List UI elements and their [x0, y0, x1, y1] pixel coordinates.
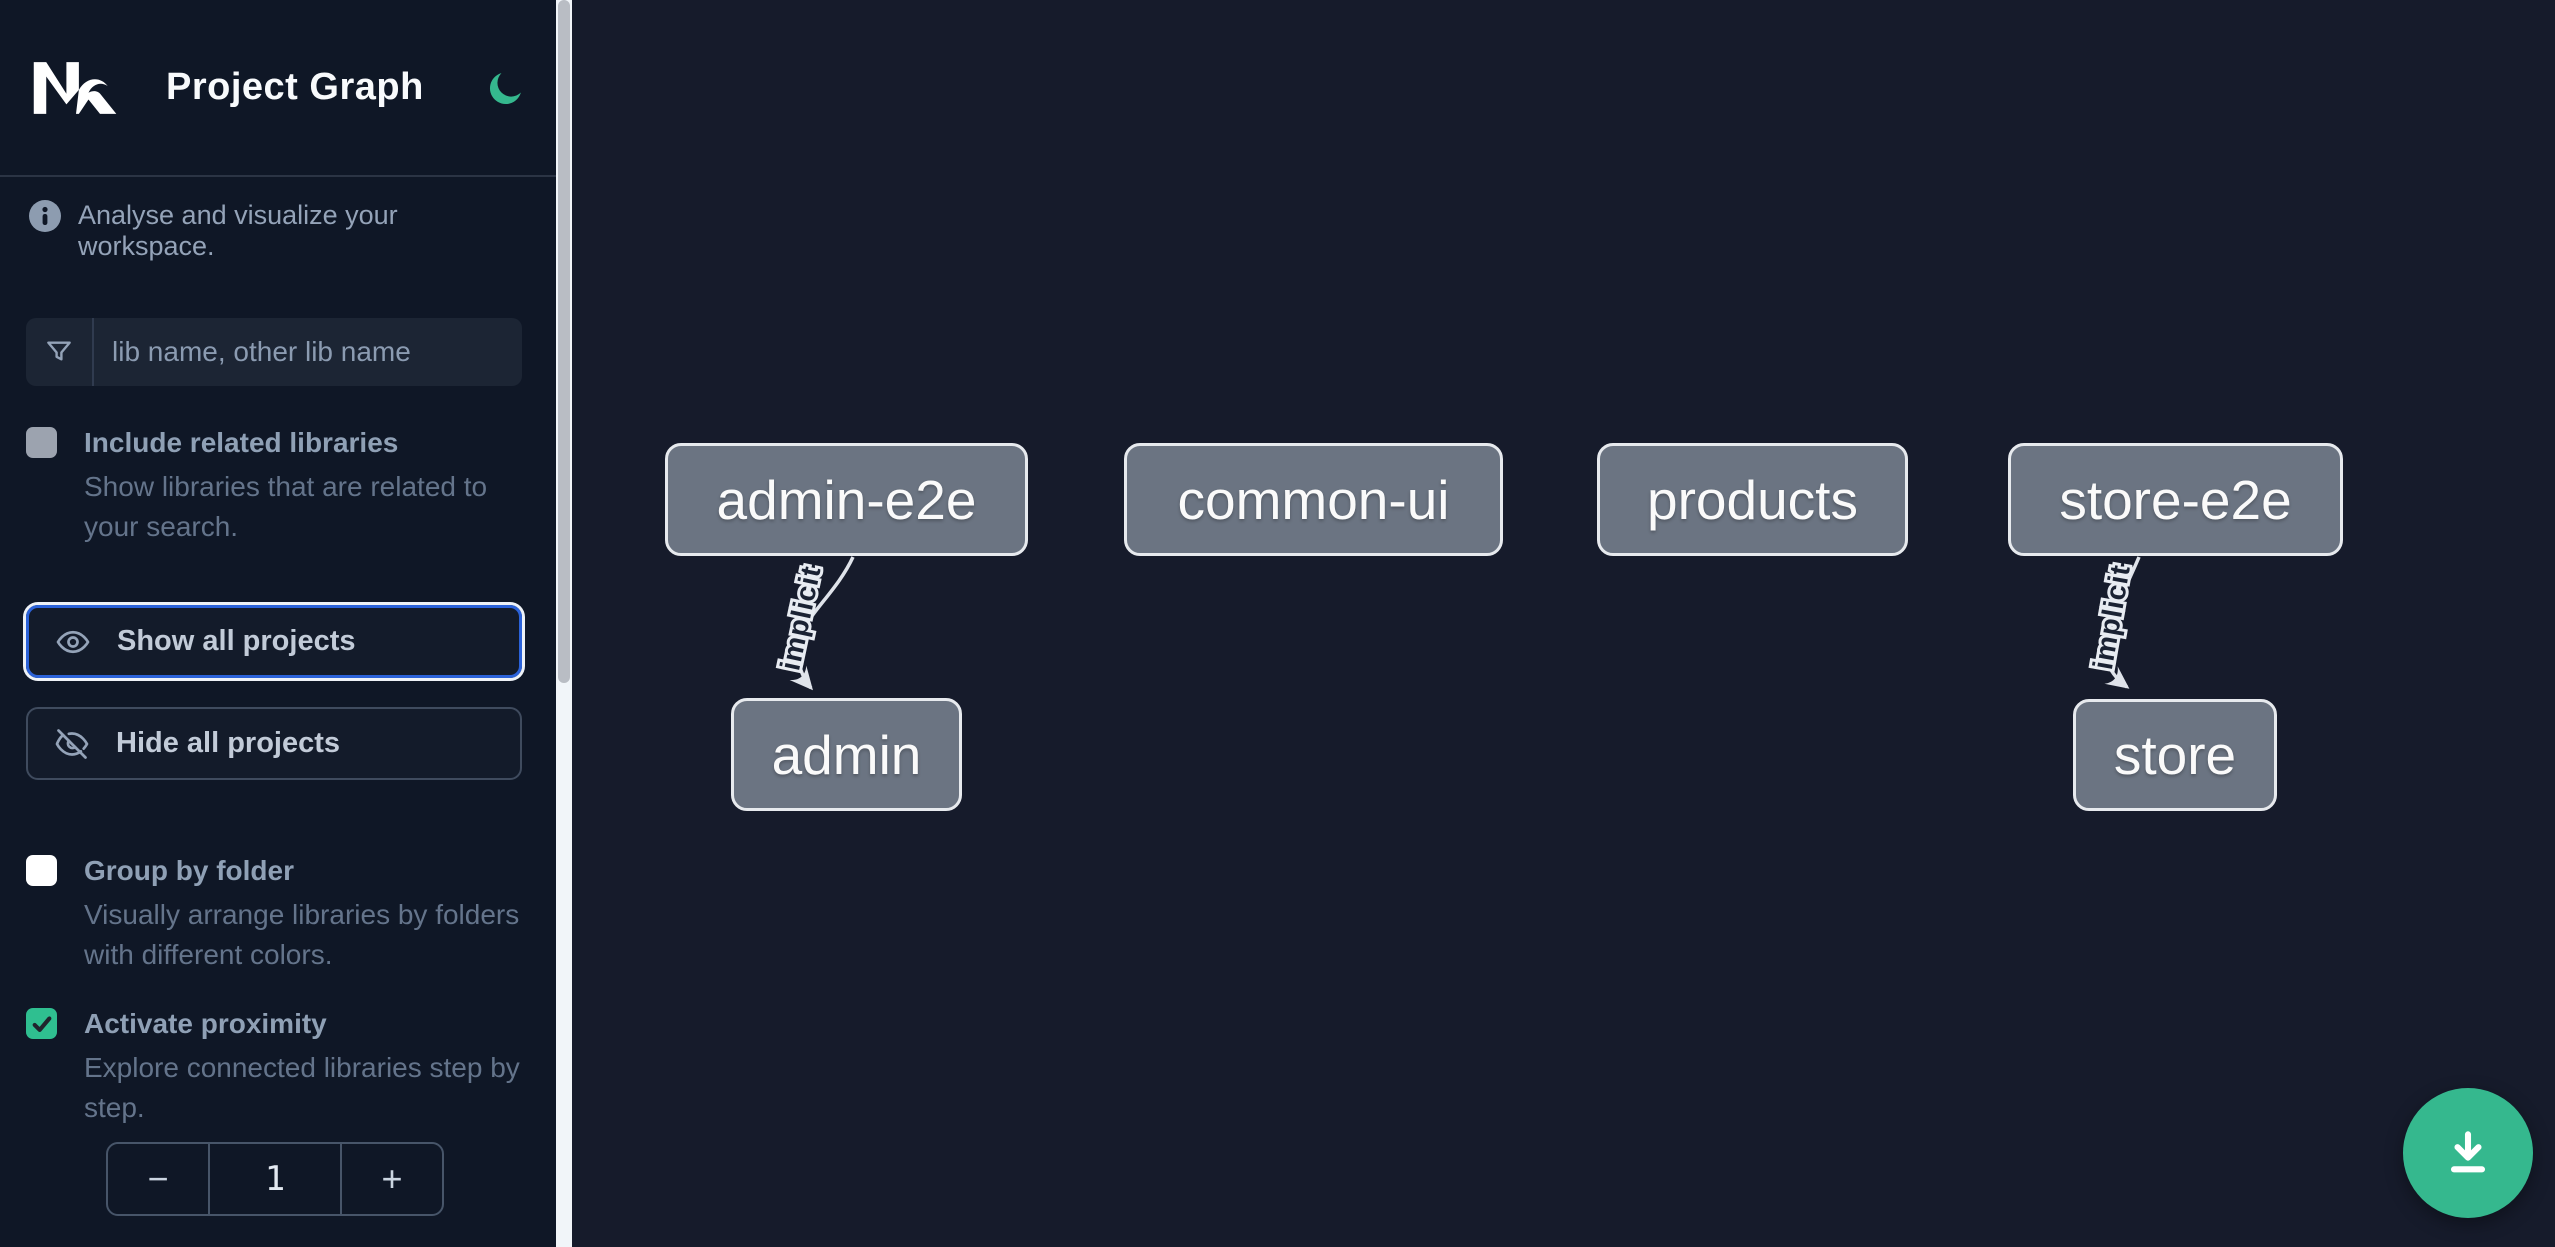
sidebar-scrollbar-thumb[interactable]: [558, 0, 570, 683]
graph-node-store-e2e[interactable]: store-e2e: [2008, 443, 2343, 556]
intro-note: Analyse and visualize your workspace.: [29, 200, 529, 262]
activate-proximity-checkbox[interactable]: [26, 1008, 57, 1039]
filter-box: [26, 318, 522, 386]
download-image-button[interactable]: [2403, 1088, 2533, 1218]
show-all-projects-label: Show all projects: [117, 625, 356, 657]
moon-icon: [489, 72, 521, 104]
sidebar-scrollbar-track[interactable]: [556, 0, 572, 1247]
intro-text: Analyse and visualize your workspace.: [78, 200, 398, 261]
theme-toggle-button[interactable]: [484, 66, 528, 110]
graph-node-products[interactable]: products: [1597, 443, 1908, 556]
stepper-value: 1: [208, 1144, 342, 1214]
graph-canvas[interactable]: [572, 0, 2555, 1247]
graph-node-admin[interactable]: admin: [731, 698, 962, 811]
proximity-depth-stepper: − 1 +: [106, 1142, 444, 1216]
option-include-related: Include related libraries Show libraries…: [26, 424, 526, 547]
filter-input[interactable]: [94, 318, 522, 386]
decrement-button[interactable]: −: [108, 1144, 208, 1214]
group-by-folder-description: Visually arrange libraries by folders wi…: [84, 899, 520, 970]
eye-off-icon: [55, 728, 89, 759]
graph-node-common-ui[interactable]: common-ui: [1124, 443, 1503, 556]
hide-all-projects-label: Hide all projects: [116, 727, 341, 759]
hide-all-projects-button[interactable]: Hide all projects: [26, 707, 522, 780]
include-related-checkbox[interactable]: [26, 427, 57, 458]
check-icon: [32, 1015, 51, 1032]
info-icon: [29, 200, 61, 232]
sidebar-header: Project Graph: [0, 0, 556, 177]
show-all-projects-button[interactable]: Show all projects: [26, 605, 522, 678]
group-by-folder-label: Group by folder: [84, 855, 294, 886]
page-title: Project Graph: [166, 66, 424, 108]
group-by-folder-checkbox[interactable]: [26, 855, 57, 886]
nx-logo: [33, 61, 117, 114]
graph-node-admin-e2e[interactable]: admin-e2e: [665, 443, 1028, 556]
graph-node-store[interactable]: store: [2073, 699, 2277, 811]
activate-proximity-description: Explore connected libraries step by step…: [84, 1052, 520, 1123]
include-related-label: Include related libraries: [84, 427, 399, 458]
include-related-description: Show libraries that are related to your …: [84, 471, 488, 542]
download-icon: [2450, 1131, 2486, 1173]
sidebar: Project Graph Analyse and visualize your…: [0, 0, 556, 1247]
funnel-icon: [26, 318, 94, 386]
increment-button[interactable]: +: [342, 1144, 442, 1214]
option-activate-proximity: Activate proximity Explore connected lib…: [26, 1005, 526, 1128]
activate-proximity-label: Activate proximity: [84, 1008, 327, 1039]
eye-icon: [56, 630, 90, 653]
option-group-by-folder: Group by folder Visually arrange librari…: [26, 852, 526, 975]
